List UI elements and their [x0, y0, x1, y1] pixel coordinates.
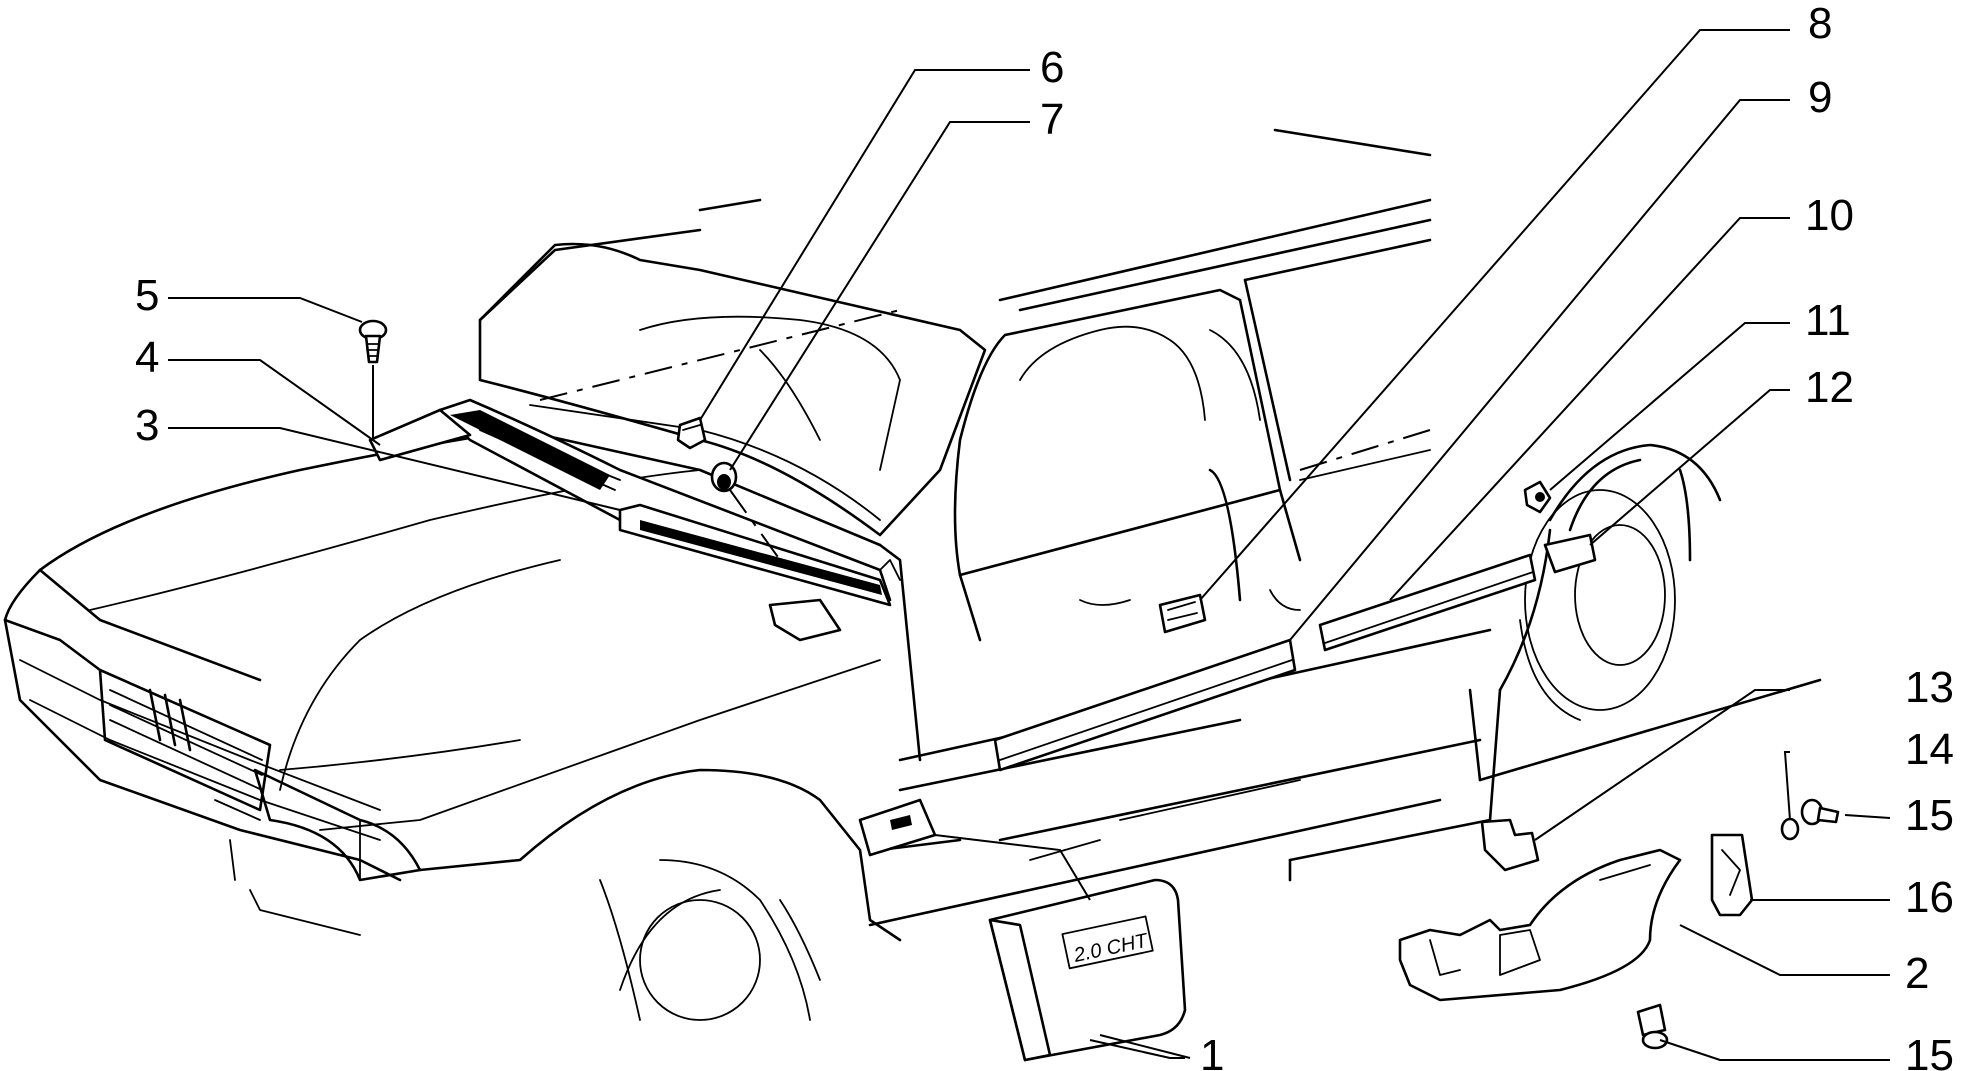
- callout-15-upper: 15: [1905, 791, 1954, 840]
- callout-numbers: 1 2 3 4 5 6 7 8 9 10 11 12 13 14 15 16 1…: [135, 0, 1954, 1071]
- door-handle-part-8: [1158, 593, 1207, 634]
- callout-13: 13: [1905, 663, 1954, 712]
- rear-moulding-end-part-12: [1543, 533, 1597, 574]
- cowl-mount-bracket: [768, 598, 842, 642]
- bracket-part-16: [1710, 833, 1754, 917]
- callout-5: 5: [135, 271, 159, 320]
- rear-door-moulding-part-10: [1318, 553, 1537, 652]
- front-door-moulding-part-9: [993, 638, 1297, 772]
- callout-10: 10: [1805, 191, 1854, 240]
- bracket-part-13: [1480, 818, 1540, 872]
- badge-part-1: 2.0 CHT: [988, 878, 1187, 1062]
- screw-part-15-upper: [1800, 798, 1840, 826]
- fender-badge-small: [858, 798, 937, 857]
- callout-8: 8: [1808, 0, 1832, 48]
- sill-trim-part-2: [1398, 848, 1682, 1002]
- callout-6: 6: [1040, 43, 1064, 92]
- cowl-grille-panel: [368, 398, 901, 642]
- callout-3: 3: [135, 401, 159, 450]
- callout-2: 2: [1905, 949, 1929, 998]
- screw-part-5: [358, 319, 388, 440]
- callout-12: 12: [1805, 363, 1854, 412]
- callout-16: 16: [1905, 873, 1954, 922]
- callout-1: 1: [1200, 1031, 1224, 1071]
- nut-part-14: [1780, 817, 1800, 841]
- screw-part-15-lower: [1636, 1003, 1669, 1050]
- callout-4: 4: [135, 333, 159, 382]
- cowl-end-bracket: [368, 408, 472, 462]
- callout-7: 7: [1040, 95, 1064, 144]
- callout-14: 14: [1905, 725, 1954, 774]
- leader-lines: [168, 29, 1891, 1061]
- callout-11: 11: [1805, 296, 1851, 345]
- callout-9: 9: [1808, 73, 1832, 122]
- callout-15-lower: 15: [1905, 1031, 1954, 1071]
- car-body-outline: [3, 128, 1822, 1021]
- clip-part-11: [1523, 480, 1552, 514]
- clip-part-6: [676, 416, 707, 450]
